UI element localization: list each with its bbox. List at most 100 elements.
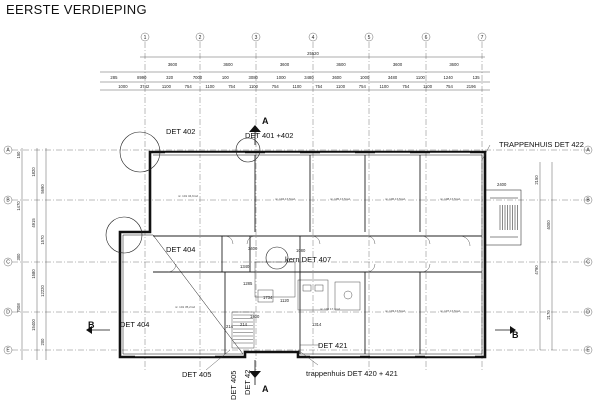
left-dimensions: 1501820569014704915157030015801222070081… [16, 151, 45, 346]
room-label-4: nr. 108 17,5m2 [440, 197, 460, 201]
dim-left-7: 1580 [31, 269, 36, 279]
dim-top-row3-16: 2196 [466, 84, 476, 89]
dim-top-row2-0: 285 [110, 75, 118, 80]
label-det-42: DET 42 [243, 370, 252, 395]
section-mark-a-bottom: A [262, 384, 269, 394]
dim-top-row2-13: 135 [473, 75, 481, 80]
dim-top-row2-1: 8990 [137, 75, 147, 80]
label-det-405-b: DET 405 [229, 371, 238, 400]
grid-row-label-A: A [6, 148, 10, 154]
dim-top-row1-1: 3600 [223, 62, 233, 67]
dim-top-row3-0: 1000 [118, 84, 128, 89]
grid-row-label-right-D: D [586, 310, 590, 316]
dim-top-row3-5: 754 [228, 84, 236, 89]
label-det-401: DET 401 +402 [245, 131, 293, 140]
dim-core-3: 1285 [243, 281, 253, 286]
left-dimension-lines [21, 148, 47, 360]
dim-top-row2-4: 100 [222, 75, 230, 80]
room-label-7: nr. 103 17,5m2 [385, 309, 405, 313]
room-label-3: nr. 106 17,5m2 [385, 197, 405, 201]
section-mark-b-right: B [512, 330, 519, 340]
dim-left-2: 5690 [40, 184, 45, 194]
dim-top-row3-4: 1100 [205, 84, 215, 89]
label-trappenhuis-420: trappenhuis DET 420 + 421 [306, 369, 398, 378]
dim-top-row3-3: 754 [185, 84, 193, 89]
dim-core-7: 214 [226, 324, 234, 329]
dim-top-row2-7: 3480 [304, 75, 314, 80]
dim-top-row3-13: 754 [402, 84, 410, 89]
dim-right-3: 2170 [546, 310, 551, 320]
label-kern-407: kern DET 407 [285, 255, 331, 264]
windows [135, 151, 475, 358]
grid-column-bubble-6 [421, 32, 431, 42]
dim-core-8: 214 [240, 322, 248, 327]
grid-row-bubble-E [3, 345, 13, 355]
grid-column-bubble-5 [364, 32, 374, 42]
dim-top-row3-7: 754 [272, 84, 280, 89]
dim-core-1: 3400 [248, 246, 258, 251]
section-mark-a-top: A [262, 116, 269, 126]
grid-column-label-1: 1 [144, 35, 147, 41]
dim-top-row2-2: 320 [166, 75, 174, 80]
leader-lines [205, 144, 491, 371]
dim-top-row1-3: 3600 [336, 62, 346, 67]
dim-left-11: 200 [40, 338, 45, 346]
label-dim-2400: 2400 [497, 182, 507, 187]
dim-top-row3-8: 1100 [292, 84, 302, 89]
section-arrows [86, 125, 516, 378]
grid-row-label-E: E [6, 348, 10, 354]
dim-top-row1-4: 3600 [393, 62, 403, 67]
room-label-8: nr. 107 17,5m2 [440, 309, 460, 313]
label-trappenhuis-422: TRAPPENHUIS DET 422 [499, 140, 584, 149]
dim-top-row3-14: 1100 [423, 84, 433, 89]
grid-column-label-5: 5 [368, 35, 371, 41]
dim-left-10: 15400 [31, 319, 36, 331]
dim-core-0: 1080 [296, 248, 306, 253]
room-label-6: nr. 102 17,3m2 [320, 307, 340, 311]
grid-column-bubble-4 [308, 32, 318, 42]
dim-top-row2-8: 3600 [332, 75, 342, 80]
room-label-5: nr. 101 35,2m2 [175, 305, 195, 309]
grid-column-label-6: 6 [425, 35, 428, 41]
dim-core-6: 1400 [250, 314, 260, 319]
grid-row-bubble-C [3, 257, 13, 267]
dim-top-row2-5: 3080 [249, 75, 259, 80]
grid-row-bubble-right-A [583, 145, 593, 155]
grid-column-label-2: 2 [199, 35, 202, 41]
grid-row-bubble-right-E [583, 345, 593, 355]
label-det-421: DET 421 [318, 341, 347, 350]
interior-walls [153, 155, 482, 354]
dim-left-8: 12220 [40, 285, 45, 297]
drawing-title: EERSTE VERDIEPING [6, 2, 147, 17]
dim-core-5: 1120 [280, 298, 290, 303]
grid-row-bubble-D [3, 307, 13, 317]
right-dimension-lines [539, 162, 553, 350]
dim-top-row3-11: 754 [359, 84, 367, 89]
grid-row-bubble-right-B [583, 195, 593, 205]
dim-top-row2-11: 1100 [416, 75, 426, 80]
room-label-0: nr. 101 34,6m2 [178, 194, 198, 198]
room-label-2: nr. 105 17,5m2 [330, 197, 350, 201]
detail-circles [105, 131, 289, 270]
dim-top-row2-9: 1000 [360, 75, 370, 80]
dim-core-4: 1734 [263, 295, 273, 300]
dim-top-row3-6: 1100 [249, 84, 259, 89]
dim-left-5: 1570 [40, 235, 45, 245]
dim-left-1: 1820 [31, 167, 36, 177]
dim-top-row1-5: 3600 [449, 62, 459, 67]
dim-top-row3-10: 1100 [336, 84, 346, 89]
dim-top-row3-12: 1100 [380, 84, 390, 89]
label-det-405-a: DET 405 [182, 370, 211, 379]
grid-row-bubble-B [3, 195, 13, 205]
dim-top-row2-6: 1000 [276, 75, 286, 80]
grid-column-label-3: 3 [255, 35, 258, 41]
dim-top-row1-0: 3600 [168, 62, 178, 67]
grid-row-label-C: C [6, 260, 10, 266]
dim-left-0: 150 [16, 151, 21, 159]
